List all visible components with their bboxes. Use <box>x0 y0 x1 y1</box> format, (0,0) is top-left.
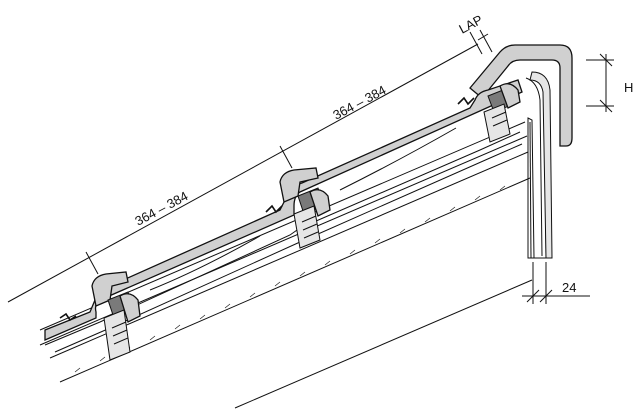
batten-middle-side <box>293 205 321 249</box>
tile-nib-middle <box>279 167 319 203</box>
rib-3 <box>457 96 475 106</box>
rib-1 <box>59 312 77 322</box>
tile-surface-line-2 <box>339 127 457 191</box>
verge-board-grain <box>529 121 532 259</box>
batten-lower-hatch <box>111 321 129 345</box>
gauge-tick-4 <box>479 29 493 53</box>
batten-upper-hatch <box>491 111 508 127</box>
roof-structure <box>39 121 533 409</box>
verge-tile-inner-line <box>525 77 543 257</box>
thickness-tick-right <box>539 289 553 303</box>
thickness-label: 24 <box>562 280 576 295</box>
height-label: H <box>624 80 633 95</box>
rafter-line-3 <box>49 151 529 359</box>
clip-upper <box>499 83 521 109</box>
tile-surface-line-1 <box>149 235 261 291</box>
batten-upper-side <box>483 103 511 143</box>
height-dimension: H <box>586 53 633 113</box>
gauge-label-lower: 364 – 384 <box>132 188 190 228</box>
height-tick-bottom <box>599 99 613 113</box>
rafter-line-5 <box>234 279 533 409</box>
batten-middle-hatch <box>301 215 319 239</box>
gauge-dimension-line <box>7 43 479 303</box>
clip-lower <box>119 293 141 323</box>
tile-nib-lower <box>91 271 129 307</box>
height-tick-top <box>599 53 613 67</box>
verge-tile-cap <box>469 44 573 147</box>
rafter-line-4 <box>59 177 531 383</box>
tile-underside-line <box>44 131 521 346</box>
gauge-tick-2 <box>279 145 293 169</box>
thickness-tick-left <box>526 289 540 303</box>
sheathing-hatch <box>74 185 506 373</box>
clip-middle <box>309 189 331 217</box>
verge-board <box>527 117 547 259</box>
gauge-dimension: 364 – 384 364 – 384 <box>7 29 493 303</box>
lap-leader <box>477 33 489 41</box>
verge-tile <box>469 44 573 259</box>
rib-2 <box>265 204 283 214</box>
tile-courses <box>44 79 523 361</box>
thickness-dimension: 24 <box>522 262 590 304</box>
verge-tile-skirt <box>529 71 553 259</box>
gauge-tick-3 <box>469 31 483 55</box>
gauge-tick-1 <box>85 251 99 275</box>
gauge-label-upper: 364 – 384 <box>330 82 388 122</box>
batten-lower-side <box>103 309 131 361</box>
